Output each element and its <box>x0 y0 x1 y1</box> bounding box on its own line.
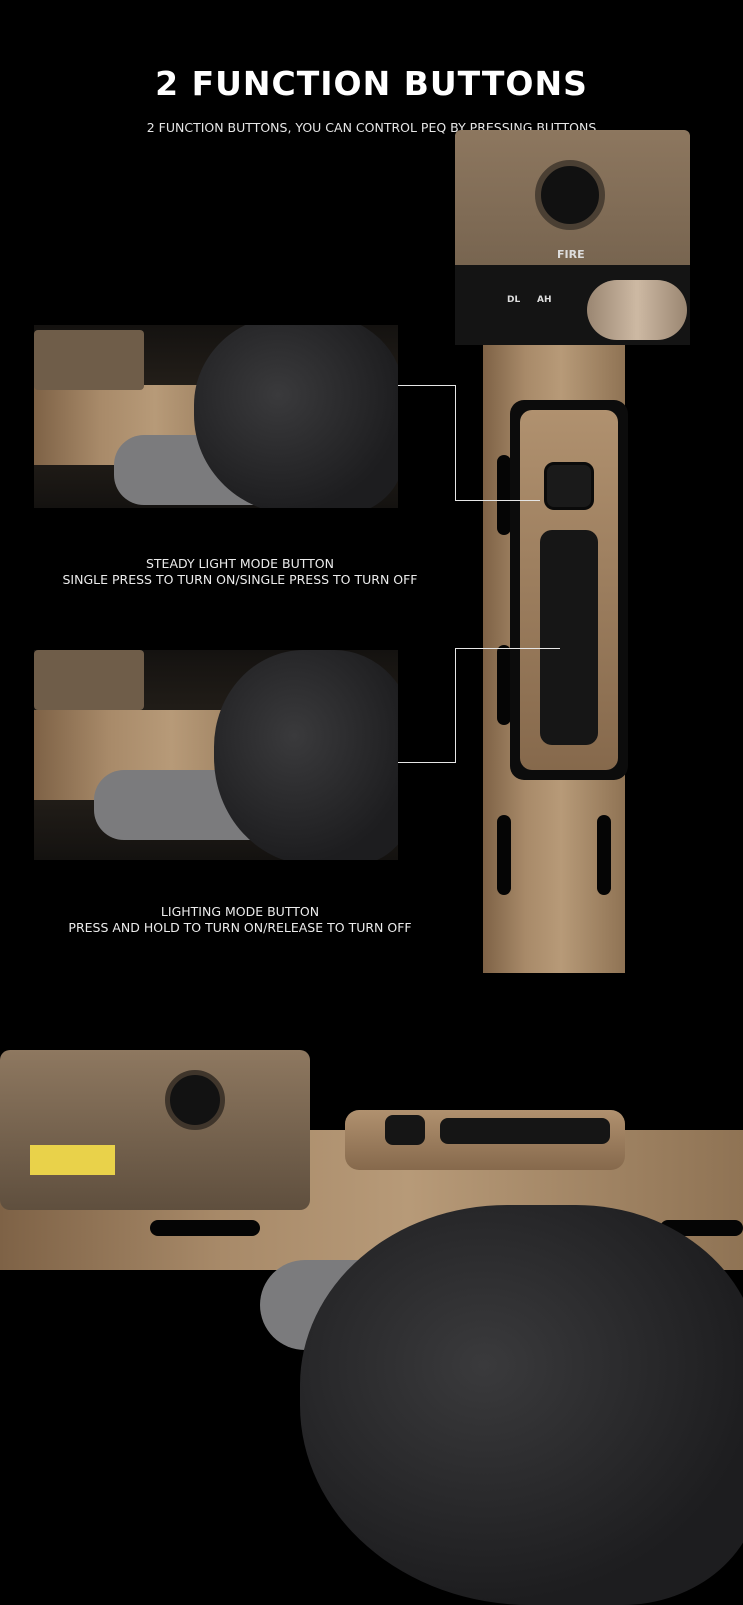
steady-light-button <box>385 1115 425 1145</box>
callout-line <box>455 500 540 501</box>
glove-image <box>194 325 398 508</box>
rail-slot <box>497 455 511 535</box>
peq-device-image: FIRE DL AH <box>455 130 690 345</box>
callout-steady-light: STEADY LIGHT MODE BUTTON SINGLE PRESS TO… <box>30 556 450 588</box>
callout-description: PRESS AND HOLD TO TURN ON/RELEASE TO TUR… <box>68 920 412 935</box>
rail-slot <box>497 645 511 725</box>
glove-image <box>300 1205 743 1605</box>
glove-image <box>214 650 398 860</box>
rotary-knob <box>587 280 687 340</box>
peq-device <box>0 1050 310 1210</box>
rail-slot <box>150 1220 260 1236</box>
callout-title: LIGHTING MODE BUTTON <box>160 904 320 919</box>
peq-image <box>34 330 144 390</box>
lighting-mode-button <box>540 530 598 745</box>
bottom-product-photo <box>0 990 743 1605</box>
callout-line <box>455 385 456 500</box>
callout-line <box>398 762 455 763</box>
lighting-mode-button <box>440 1118 610 1144</box>
callout-line <box>398 385 455 386</box>
callout-line <box>455 648 560 649</box>
ah-marking: AH <box>537 295 552 305</box>
warning-label <box>30 1145 115 1175</box>
lens <box>165 1070 225 1130</box>
callout-line <box>455 648 456 763</box>
pressure-switch <box>510 400 628 780</box>
lighting-mode-photo <box>34 650 398 860</box>
fire-marking: FIRE <box>557 248 585 261</box>
steady-light-photo <box>34 325 398 508</box>
peq-image <box>34 650 144 710</box>
page-title: 2 FUNCTION BUTTONS <box>155 64 588 103</box>
callout-description: SINGLE PRESS TO TURN ON/SINGLE PRESS TO … <box>62 572 418 587</box>
callout-title: STEADY LIGHT MODE BUTTON <box>145 556 334 571</box>
rail-slot <box>597 815 611 895</box>
steady-light-button <box>544 462 594 510</box>
dl-marking: DL <box>507 295 521 305</box>
rail-slot <box>660 1220 743 1236</box>
callout-lighting-mode: LIGHTING MODE BUTTON PRESS AND HOLD TO T… <box>30 904 450 936</box>
lens <box>535 160 605 230</box>
rail-slot <box>497 815 511 895</box>
pressure-switch-side <box>345 1110 625 1170</box>
